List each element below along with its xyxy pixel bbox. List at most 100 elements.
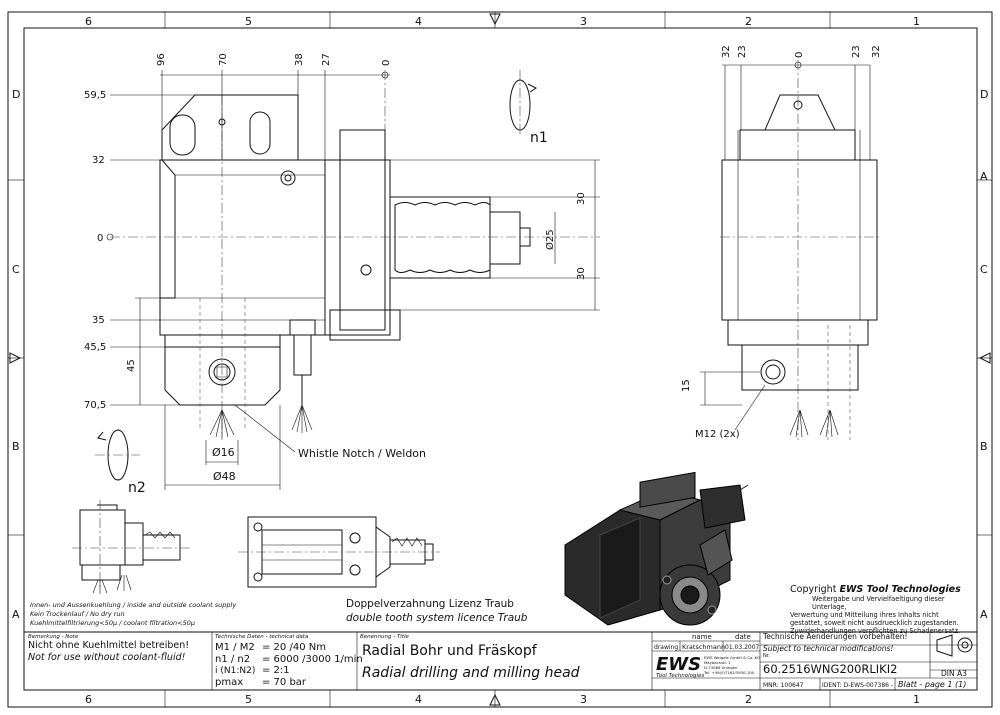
dia-48: Ø48: [213, 470, 236, 483]
isometric-render: [564, 471, 749, 626]
row-label-right-A2: A: [980, 608, 988, 621]
col-label-4-bottom: 4: [415, 693, 422, 706]
copyright-line-1: Weitergabe und Vervielfaeltigung dieser …: [812, 595, 945, 611]
tech-label-speed: n1 / n2: [215, 654, 250, 665]
col-label-1-bottom: 1: [913, 693, 920, 706]
copyright-prefix: Copyright: [790, 584, 837, 595]
mnr-number: MNR: 100647: [763, 682, 804, 689]
centering-mark-right: [978, 352, 991, 364]
weldon-note: Whistle Notch / Weldon: [298, 447, 426, 460]
thread-note: M12 (2x): [695, 429, 740, 440]
copyright-block: Copyright EWS Tool Technologies Weiterga…: [790, 584, 980, 635]
changes-de: Technische Aenderungen vorbehalten!: [762, 632, 908, 641]
rotation-label-n1: n1: [530, 130, 548, 146]
col-label-5: 5: [245, 15, 252, 28]
copyright-line-2: Verwertung und Mitteilung ihres Inhalts …: [790, 611, 939, 619]
col-label-5-bottom: 5: [245, 693, 252, 706]
centering-mark-top: [489, 13, 501, 26]
title-block: [23, 631, 978, 691]
drawn-date: 01.03.2007: [725, 644, 760, 651]
tech-caption: Technische Daten - technical data: [215, 634, 309, 640]
side-dim-23-right: 23: [851, 45, 862, 58]
col-label-4: 4: [415, 15, 422, 28]
centering-mark-left: [9, 352, 22, 364]
outer-frame: [7, 11, 993, 708]
rotation-label-n2: n2: [128, 480, 146, 496]
side-dim-32-left: 32: [721, 45, 732, 58]
tech-label-pressure: pmax: [215, 677, 243, 688]
tech-label-torque: M1 / M2: [215, 642, 255, 653]
dia-16: Ø16: [212, 446, 235, 459]
name-caption: Benennung - Title: [360, 634, 410, 640]
col-label-2: 2: [745, 15, 752, 28]
level-59-5: 59,5: [84, 90, 106, 101]
centering-mark-bottom: [489, 693, 501, 706]
col-date-header: date: [735, 633, 751, 641]
row-label-right-B: B: [980, 440, 988, 453]
level-45-5: 45,5: [84, 342, 106, 353]
coolant-note-2: Kein Trockenlauf / No dry run: [30, 610, 125, 618]
row-label-C: C: [12, 263, 20, 276]
gear-note-de: Doppelverzahnung Lizenz Traub: [346, 598, 514, 610]
level-0: 0: [97, 233, 103, 244]
tech-value-torque: = 20 /40 Nm: [262, 642, 326, 653]
side-view: [700, 60, 880, 440]
ews-logo-sub: Tool Technologies: [656, 673, 704, 679]
col-label-6-bottom: 6: [85, 693, 92, 706]
top-dim-96: 96: [156, 53, 167, 66]
col-label-1: 1: [913, 15, 920, 28]
copyright-line-3: gestattet, soweit nicht ausdruecklich zu…: [790, 619, 959, 627]
coolant-note-3: Kuehlmittelfiltrierung<50μ / coolant fil…: [30, 619, 195, 627]
copyright-line-4: Zuwiderhandlungen verpflichten zu Schade…: [790, 627, 961, 635]
company-line-3: D-73066 Uhingen: [704, 665, 738, 670]
row-label-A: A: [12, 608, 20, 621]
remark-caption: Bemerkung - Note: [28, 634, 79, 640]
changes-en: Subject to technical modifications!: [763, 644, 893, 653]
page-number: Blatt - page 1 (1): [898, 680, 966, 689]
ident-number: IDENT: D-EWS-007386 -: [822, 682, 893, 689]
ews-logo: EWS: [656, 654, 701, 675]
row-drawing: drawing: [654, 644, 678, 651]
tech-value-ratio: = 2:1: [262, 665, 290, 676]
top-view: [238, 516, 440, 588]
row-label-right-A: A: [980, 170, 988, 183]
company-line-1: EWS Weigele GmbH & Co. KG: [704, 655, 760, 660]
row-label-B: B: [12, 440, 20, 453]
row-label-D: D: [12, 88, 20, 101]
right-dim-30-upper: 30: [576, 192, 587, 205]
top-dim-27: 27: [321, 53, 332, 66]
remark-en: Not for use without coolant-fluid!: [28, 652, 186, 663]
right-dim-30-lower: 30: [576, 267, 587, 280]
top-dim-38: 38: [294, 53, 305, 66]
left-dim-45: 45: [126, 359, 137, 372]
col-label-3-bottom: 3: [580, 693, 587, 706]
coolant-note-1: Innen- und Aussenkuehlung / inside and o…: [30, 601, 236, 609]
remark-de: Nicht ohne Kuehlmittel betreiben!: [28, 640, 189, 651]
dia-spindle: Ø25: [544, 229, 556, 250]
row-label-right-C: C: [980, 263, 988, 276]
title-en: Radial drilling and milling head: [362, 665, 580, 681]
level-70-5: 70,5: [84, 400, 106, 411]
top-dim-0: 0: [381, 60, 392, 66]
side-dim-15: 15: [681, 379, 692, 392]
row-label-right-D: D: [980, 88, 988, 101]
copyright-title: Copyright EWS Tool Technologies: [790, 584, 980, 595]
tech-value-pressure: = 70 bar: [262, 677, 307, 688]
din-format: DIN A3: [941, 669, 967, 678]
tech-value-speed: = 6000 /3000 1/min: [262, 654, 363, 665]
col-name-header: name: [692, 633, 712, 641]
title-de: Radial Bohr und Fräskopf: [362, 643, 538, 659]
company-line-4: Tel. +49(0)7161/3930-100: [703, 670, 755, 675]
tech-label-ratio: i (N1:N2): [215, 666, 255, 676]
copyright-brand: EWS Tool Technologies: [839, 584, 961, 595]
col-label-2-bottom: 2: [745, 693, 752, 706]
small-section-view: [72, 500, 190, 594]
col-label-6: 6: [85, 15, 92, 28]
side-dim-0: 0: [794, 52, 805, 58]
gear-note-en: double tooth system licence Traub: [346, 612, 528, 624]
level-35: 35: [92, 315, 105, 326]
nr-caption: Nr.: [763, 653, 770, 659]
side-dim-32-right: 32: [871, 45, 882, 58]
company-line-2: Maybachstr. 1: [704, 660, 731, 665]
